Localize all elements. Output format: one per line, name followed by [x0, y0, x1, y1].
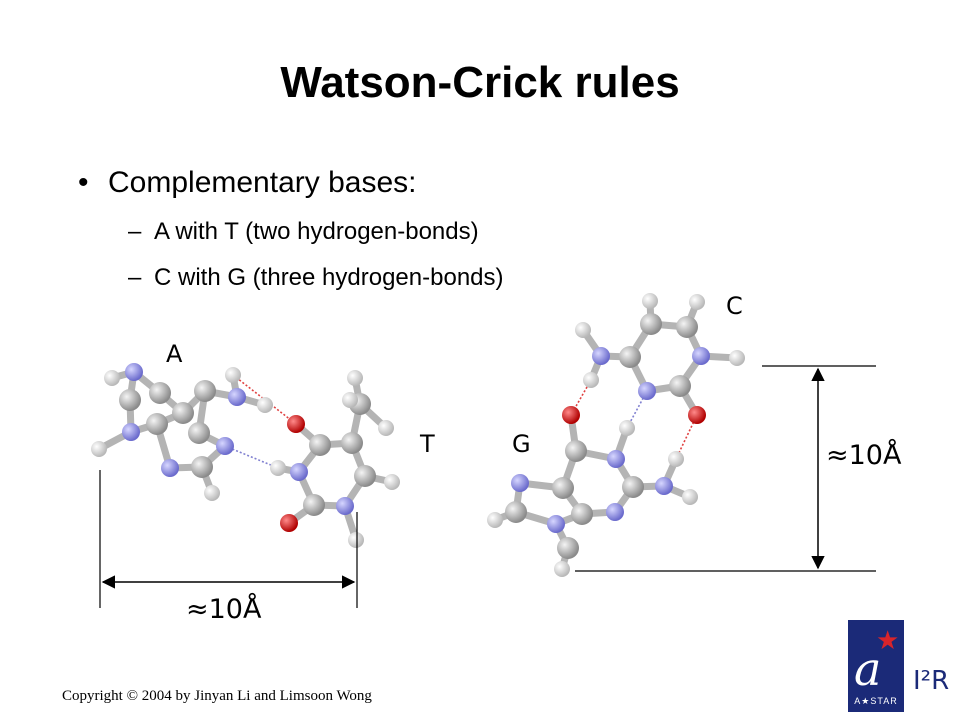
- hydrogen-bond: [626, 390, 648, 429]
- carbon-atom: [354, 465, 376, 487]
- hydrogen-atom: [104, 370, 120, 386]
- nitrogen-atom: [692, 347, 710, 365]
- carbon-atom: [676, 316, 698, 338]
- measure-label-vertical: ≈10Å: [826, 440, 902, 471]
- nitrogen-atom: [122, 423, 140, 441]
- carbon-atom: [557, 537, 579, 559]
- hydrogen-atom: [668, 451, 684, 467]
- hydrogen-atom: [348, 532, 364, 548]
- hydrogen-atom: [378, 420, 394, 436]
- nitrogen-atom: [336, 497, 354, 515]
- carbon-atom: [619, 346, 641, 368]
- hydrogen-atom: [487, 512, 503, 528]
- carbon-atom: [669, 375, 691, 397]
- hydrogen-atom: [682, 489, 698, 505]
- carbon-atom: [552, 477, 574, 499]
- i2r-logo: I²R: [913, 666, 950, 696]
- carbon-atom: [309, 434, 331, 456]
- nitrogen-atom: [592, 347, 610, 365]
- star-icon: ★: [876, 626, 900, 656]
- logo-mark: a: [854, 642, 882, 696]
- oxygen-atom: [280, 514, 298, 532]
- carbon-atom: [303, 494, 325, 516]
- hydrogen-bond: [224, 445, 279, 469]
- label-cytosine: C: [726, 292, 743, 320]
- label-guanine: G: [512, 430, 531, 458]
- nitrogen-atom: [290, 463, 308, 481]
- page-title: Watson-Crick rules: [280, 58, 680, 107]
- bullet-complementary-bases: • Complementary bases:: [78, 166, 416, 200]
- astar-logo: ★ a A★STAR: [848, 620, 904, 712]
- nitrogen-atom: [607, 450, 625, 468]
- hydrogen-atom: [257, 397, 273, 413]
- hydrogen-atom: [347, 370, 363, 386]
- hydrogen-atom: [91, 441, 107, 457]
- sub-marker: –: [128, 264, 142, 291]
- atoms: [91, 293, 745, 577]
- measure-label-horizontal: ≈10Å: [186, 594, 262, 625]
- oxygen-atom: [688, 406, 706, 424]
- hydrogen-atom: [619, 420, 635, 436]
- nitrogen-atom: [638, 382, 656, 400]
- oxygen-atom: [562, 406, 580, 424]
- nitrogen-atom: [161, 459, 179, 477]
- carbon-atom: [505, 501, 527, 523]
- sub-item-text: A with T (two hydrogen-bonds): [154, 218, 479, 245]
- carbon-atom: [622, 476, 644, 498]
- carbon-atom: [565, 440, 587, 462]
- nitrogen-atom: [547, 515, 565, 533]
- hydrogen-atom: [575, 322, 591, 338]
- nitrogen-atom: [511, 474, 529, 492]
- sub-item-cg: –C with G (three hydrogen-bonds): [128, 264, 504, 292]
- hydrogen-bond: [232, 374, 297, 425]
- copyright-notice: Copyright © 2004 by Jinyan Li and Limsoo…: [62, 688, 372, 704]
- sub-item-text: C with G (three hydrogen-bonds): [154, 264, 504, 291]
- bullet-marker: •: [78, 166, 89, 199]
- carbon-atom: [571, 503, 593, 525]
- nitrogen-atom: [216, 437, 234, 455]
- label-adenine: A: [166, 340, 183, 368]
- hydrogen-atom: [225, 367, 241, 383]
- carbon-atom: [640, 313, 662, 335]
- carbon-atom: [341, 432, 363, 454]
- carbon-atom: [149, 382, 171, 404]
- hydrogen-atom: [583, 372, 599, 388]
- carbon-atom: [194, 380, 216, 402]
- sub-marker: –: [128, 218, 142, 245]
- label-thymine: T: [420, 430, 435, 458]
- sub-item-at: –A with T (two hydrogen-bonds): [128, 218, 479, 246]
- carbon-atom: [188, 422, 210, 444]
- hydrogen-atom: [204, 485, 220, 501]
- hydrogen-atom: [342, 392, 358, 408]
- nitrogen-atom: [655, 477, 673, 495]
- carbon-atom: [119, 389, 141, 411]
- carbon-atom: [172, 402, 194, 424]
- hydrogen-atom: [642, 293, 658, 309]
- hydrogen-atom: [729, 350, 745, 366]
- nitrogen-atom: [228, 388, 246, 406]
- nitrogen-atom: [606, 503, 624, 521]
- nitrogen-atom: [125, 363, 143, 381]
- hydrogen-atom: [384, 474, 400, 490]
- hydrogen-atom: [689, 294, 705, 310]
- carbon-atom: [146, 413, 168, 435]
- carbon-atom: [191, 456, 213, 478]
- oxygen-atom: [287, 415, 305, 433]
- logo-text: A★STAR: [854, 696, 898, 706]
- bullet-text: Complementary bases:: [108, 166, 417, 199]
- hydrogen-atom: [554, 561, 570, 577]
- hydrogen-atom: [270, 460, 286, 476]
